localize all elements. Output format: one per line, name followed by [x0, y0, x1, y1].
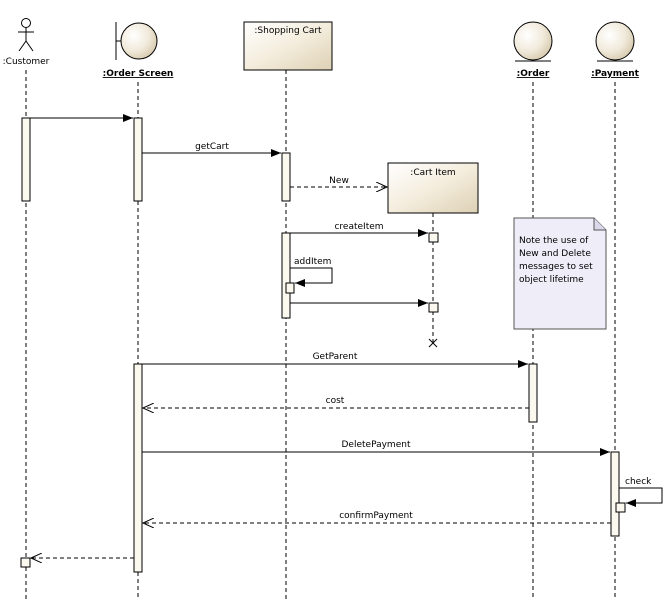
message-createitem[interactable]: createItem [290, 222, 428, 237]
activation-bar [133, 363, 143, 573]
message-label: check [625, 477, 652, 487]
participant-payment[interactable]: :Payment [591, 21, 640, 79]
participant-label: :Cart Item [410, 168, 455, 178]
activation-bar [610, 451, 620, 537]
participant-label: :Order Screen [103, 69, 174, 79]
class-box [243, 21, 333, 71]
message-confirmpayment[interactable]: confirmPayment [143, 511, 611, 523]
activation-bar [285, 282, 295, 294]
note-line: object lifetime [519, 275, 584, 285]
participant-label: :Shopping Cart [254, 26, 322, 36]
activation-bar [428, 232, 439, 243]
activation-bar [133, 117, 143, 202]
participant-label: :Order [517, 69, 550, 79]
boundary-icon [115, 22, 158, 60]
activation-bar [281, 232, 291, 319]
participant-label: :Customer [3, 57, 50, 67]
message-label: getCart [195, 142, 229, 152]
message-label: New [329, 176, 349, 186]
note-line: New and Delete [519, 249, 591, 259]
message-getparent[interactable]: GetParent [142, 352, 528, 368]
note-shape [513, 217, 607, 330]
message-label: addItem [294, 257, 331, 267]
activation-bar [428, 302, 439, 313]
activation-bar [20, 557, 31, 568]
message-label: confirmPayment [339, 511, 413, 521]
activation-bar [21, 117, 31, 202]
message-getcart[interactable]: getCart [142, 142, 281, 157]
message-label: DeletePayment [342, 440, 411, 450]
actor-icon [18, 18, 34, 52]
entity-icon [595, 21, 635, 62]
message-cost[interactable]: cost [143, 396, 529, 408]
activation-bar [615, 502, 626, 513]
activation-bar [281, 152, 291, 202]
participant-order[interactable]: :Order [513, 21, 553, 79]
participant-label: :Payment [591, 69, 640, 79]
participant-cart-item[interactable]: :Cart Item [387, 162, 479, 214]
message-new[interactable]: New [290, 176, 387, 187]
participant-order-screen[interactable]: :Order Screen [103, 22, 174, 79]
note-fold-icon [593, 218, 606, 231]
entity-icon [513, 21, 553, 62]
participant-customer[interactable]: :Customer [3, 18, 50, 68]
destroy-mark-icon [428, 338, 438, 348]
message-label: GetParent [313, 352, 358, 362]
message-additem[interactable]: addItem [290, 257, 333, 287]
message-label: createItem [334, 222, 383, 232]
message-label: cost [326, 396, 345, 406]
note-line: Note the use of [519, 236, 589, 246]
activation-bar [528, 363, 538, 423]
note[interactable]: Note the use of New and Delete messages … [513, 217, 607, 330]
message-check[interactable]: check [619, 477, 663, 507]
participant-shopping-cart[interactable]: :Shopping Cart [243, 21, 333, 71]
message-deletepayment[interactable]: DeletePayment [142, 440, 610, 456]
note-line: messages to set [519, 262, 593, 272]
